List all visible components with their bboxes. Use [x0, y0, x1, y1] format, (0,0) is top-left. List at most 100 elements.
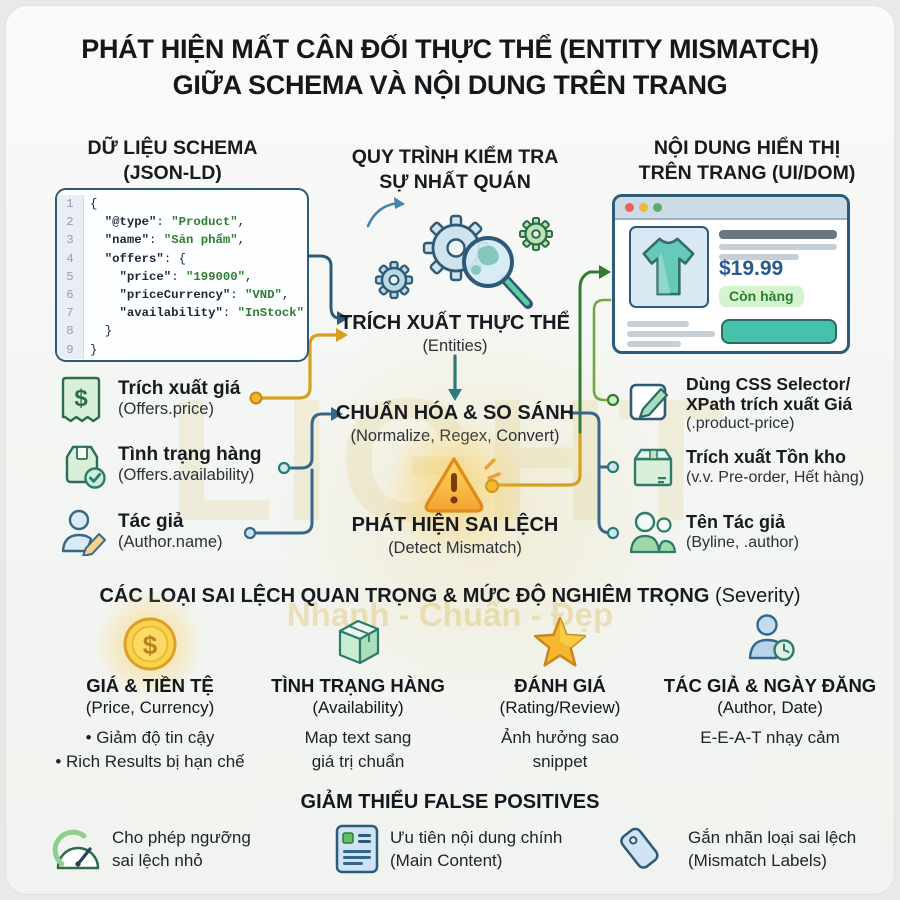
window-dot-yellow [639, 203, 648, 212]
line-number: 4 [57, 249, 83, 268]
severity-price-subtitle: (Price, Currency) [85, 698, 215, 717]
line-number: 6 [57, 286, 83, 305]
code-key: "price" [119, 269, 172, 284]
dom-item-author-title: Tên Tác giả [686, 512, 786, 532]
line-number: 7 [57, 304, 83, 323]
schema-heading-line2: (JSON-LD) [123, 162, 222, 184]
severity-col-rating: ĐÁNH GIÁ (Rating/Review) Ảnh hưởng sao s… [455, 675, 665, 774]
line-number: 8 [57, 322, 83, 341]
window-dot-red [625, 203, 634, 212]
package-check-icon [65, 445, 106, 489]
text-placeholder-bar [719, 230, 837, 239]
line-number: 2 [57, 213, 83, 232]
code-indent [90, 252, 105, 266]
mitigation-content-line1: Ưu tiên nội dung chính [390, 828, 563, 847]
dom-item-selector-title2: XPath trích xuất Giá [686, 394, 853, 414]
code-key: "offers" [104, 251, 164, 266]
schema-column-heading: DỮ LIỆU SCHEMA (JSON-LD) [40, 136, 305, 186]
page-title-line2: GIỮA SCHEMA VÀ NỘI DUNG TRÊN TRANG [172, 70, 728, 100]
mitigation-content-line2: (Main Content) [390, 851, 503, 870]
process-column-heading: QUY TRÌNH KIỂM TRA SỰ NHẤT QUÁN [330, 145, 580, 195]
code-end: , [237, 215, 245, 230]
code-sep: : [230, 288, 245, 303]
dom-item-stock-subtitle: (v.v. Pre-order, Hết hàng) [686, 469, 865, 486]
code-value: "VND" [245, 288, 282, 303]
dom-item-author-subtitle: (Byline, .author) [686, 534, 799, 551]
tshirt-icon [642, 237, 695, 296]
schema-item-author-title: Tác giả [118, 511, 184, 532]
code-end: { [90, 197, 98, 211]
browser-window: $19.99 Còn hàng [612, 194, 850, 354]
star-icon [533, 616, 587, 667]
code-sep: : [222, 306, 238, 321]
severity-rating-title: ĐÁNH GIÁ [514, 675, 606, 696]
magnifier-globe-icon [462, 236, 533, 309]
severity-rating-subtitle: (Rating/Review) [499, 698, 621, 717]
process-heading-line1: QUY TRÌNH KIỂM TRA [351, 146, 559, 168]
severity-heading-light: (Severity) [714, 585, 801, 607]
severity-availability-note1: Map text sang [304, 728, 412, 747]
dom-item-selector-title1: Dùng CSS Selector/ [686, 374, 851, 394]
code-key: "availability" [119, 306, 223, 321]
receipt-dollar-icon: $ [61, 376, 101, 423]
code-end: , [237, 233, 245, 248]
page-column-heading: NỘI DUNG HIỂN THỊ TRÊN TRANG (UI/DOM) [612, 136, 882, 186]
step-mismatch-title: PHÁT HIỆN SAI LỆCH [351, 514, 559, 536]
text-placeholder-bar [719, 254, 799, 260]
code-key: "name" [104, 233, 150, 248]
code-indent [90, 288, 120, 302]
code-value: "Sản phẩm" [163, 233, 238, 248]
severity-price-note2: • Rich Results bị hạn chế [55, 752, 245, 771]
code-value: "Product" [171, 215, 238, 230]
code-value: "199000" [185, 269, 245, 284]
code-sep: : [149, 233, 164, 248]
mitigation-threshold-line2: sai lệch nhỏ [112, 851, 203, 870]
product-image [629, 226, 709, 308]
line-number: 5 [57, 267, 83, 287]
step-extract-subtitle: (Entities) [422, 337, 488, 355]
code-line: 9} [57, 340, 307, 359]
code-indent [90, 306, 120, 320]
document-icon [335, 824, 379, 874]
code-indent [90, 270, 120, 284]
schema-item-price-title: Trích xuất giá [118, 378, 241, 399]
code-value: "InStock" [237, 306, 305, 321]
severity-author-note1: E-E-A-T nhạy cảm [700, 728, 840, 747]
severity-col-price: GIÁ & TIỀN TỆ (Price, Currency) • Giảm đ… [40, 675, 260, 774]
schema-item-price-subtitle: (Offers.price) [118, 400, 214, 418]
code-line: 8 } [57, 322, 307, 341]
code-sep: : [163, 251, 179, 266]
gauge-icon [52, 829, 100, 870]
severity-author-title: TÁC GIẢ & NGÀY ĐĂNG [663, 675, 877, 696]
jsonld-code-block: 1{ 2 "@type": "Product", 3 "name": "Sản … [55, 188, 309, 362]
severity-rating-note1: Ảnh hưởng sao [501, 728, 619, 747]
line-number: 1 [57, 195, 83, 214]
code-line: 4 "offers": { [57, 249, 307, 268]
line-number: 9 [57, 340, 83, 359]
dom-item-selector-subtitle: (.product-price) [686, 415, 795, 432]
code-sep: : [156, 215, 172, 230]
code-line: 1{ [57, 195, 307, 214]
step-mismatch-subtitle: (Detect Mismatch) [388, 539, 522, 557]
page-heading-line2: TRÊN TRANG (UI/DOM) [638, 162, 856, 184]
code-indent [90, 233, 105, 247]
page-heading-line1: NỘI DUNG HIỂN THỊ [653, 137, 841, 159]
product-price: $19.99 [719, 257, 784, 280]
severity-heading-bold: CÁC LOẠI SAI LỆCH QUAN TRỌNG & MỨC ĐỘ NG… [99, 585, 710, 607]
gears-check-icon [366, 197, 553, 309]
gold-coin-icon: $ [123, 617, 177, 671]
dom-item-stock-title: Trích xuất Tồn kho [686, 447, 847, 467]
code-line: 6 "priceCurrency": "VND", [57, 286, 307, 305]
severity-heading: CÁC LOẠI SAI LỆCH QUAN TRỌNG & MỨC ĐỘ NG… [0, 585, 900, 608]
severity-rating-note2: snippet [532, 752, 588, 771]
schema-item-author-subtitle: (Author.name) [118, 533, 223, 551]
severity-author-subtitle: (Author, Date) [717, 698, 823, 717]
code-line: 3 "name": "Sản phẩm", [57, 231, 307, 250]
page-title: PHÁT HIỆN MẤT CÂN ĐỐI THỰC THỂ (ENTITY M… [0, 31, 900, 103]
code-end: , [281, 288, 290, 303]
code-sep: : [171, 269, 186, 284]
buy-button[interactable] [721, 319, 837, 344]
step-extract-title: TRÍCH XUẤT THỰC THỂ [340, 312, 570, 334]
code-key: "priceCurrency" [119, 288, 231, 303]
